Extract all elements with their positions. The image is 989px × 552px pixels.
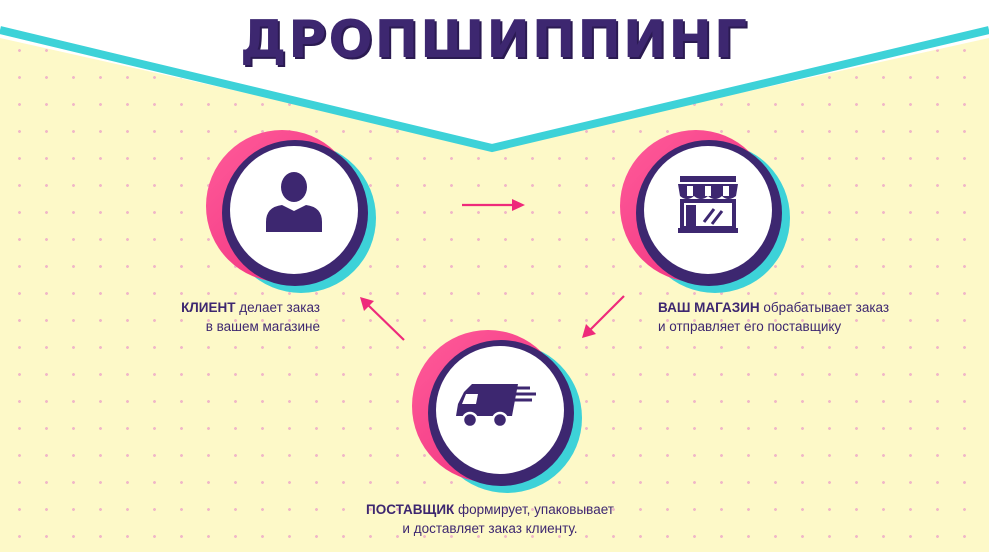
top-banner	[0, 0, 989, 148]
arrow-store-to-supplier	[589, 295, 625, 331]
person-icon	[266, 172, 322, 232]
supplier-label: ПОСТАВЩИК	[366, 502, 455, 517]
client-label: КЛИЕНТ	[181, 300, 236, 315]
client-node	[200, 128, 380, 308]
store-text-line2: и отправляет его поставщику	[658, 319, 842, 334]
flow-arrows	[360, 199, 625, 341]
store-text: обрабатывает заказ	[759, 300, 890, 315]
store-node	[614, 128, 794, 308]
arrow-head	[360, 297, 374, 311]
arrow-head	[512, 199, 525, 211]
delivery-truck-icon	[456, 384, 536, 429]
storefront-icon	[678, 176, 738, 233]
client-text-line2: в вашем магазине	[205, 319, 320, 334]
supplier-text: формирует, упаковывает	[454, 502, 614, 517]
supplier-node	[406, 328, 586, 508]
client-text: делает заказ	[235, 300, 320, 315]
store-caption: ВАШ МАГАЗИН обрабатывает заказ и отправл…	[658, 298, 958, 336]
store-label: ВАШ МАГАЗИН	[658, 300, 760, 315]
supplier-text-line2: и доставляет заказ клиенту.	[402, 521, 578, 536]
supplier-caption: ПОСТАВЩИК формирует, упаковывает и доста…	[320, 500, 660, 538]
arrow-head	[582, 324, 596, 338]
banner-border	[0, 26, 989, 153]
client-caption: КЛИЕНТ делает заказ в вашем магазине	[120, 298, 320, 336]
page-title: ДРОПШИППИНГ	[239, 10, 750, 70]
arrow-supplier-to-client	[367, 304, 405, 341]
